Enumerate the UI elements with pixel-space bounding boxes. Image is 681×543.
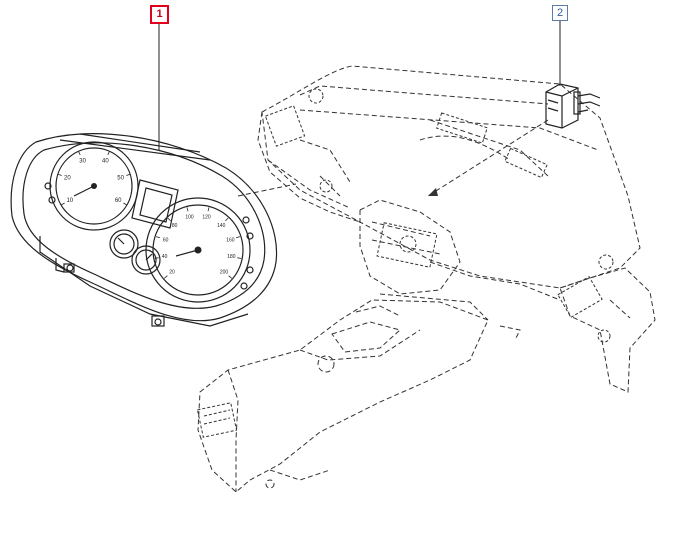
right-gauge-tick-mark — [164, 275, 168, 279]
right-gauge-tick-mark — [207, 207, 210, 212]
right-gauge-tick-label: 140 — [217, 223, 226, 229]
dashboard-vents — [264, 105, 603, 318]
right-gauge-tick-label: 100 — [185, 215, 194, 221]
left-gauge-tick-label: 30 — [79, 158, 86, 164]
assembly-arrows — [237, 119, 549, 197]
right-gauge-tick-label: 60 — [163, 237, 169, 243]
right-gauge-tick-mark — [237, 257, 242, 259]
left-gauge-tick-mark — [123, 202, 128, 206]
connector-module — [545, 83, 601, 129]
left-gauge-tick-mark — [107, 151, 110, 156]
right-gauge-tick-mark — [225, 217, 229, 222]
assembly-arrowhead — [428, 188, 438, 196]
callout-1-instrument-cluster[interactable]: 1 — [150, 5, 169, 24]
left-gauge-tick-mark — [78, 151, 81, 156]
right-gauge-ticks: 20 40 60 80 100 120 140 160 180 200 — [154, 207, 242, 279]
left-gauge-tick-label: 10 — [66, 198, 73, 204]
right-gauge-tick-mark — [167, 217, 171, 222]
left-gauge-tick-label: 50 — [117, 175, 124, 181]
right-gauge-tick-label: 40 — [162, 254, 168, 260]
right-gauge-tick-mark — [154, 257, 159, 259]
right-gauge-tick-label: 200 — [220, 270, 229, 276]
callout-2-connector-module[interactable]: 2 — [552, 5, 568, 21]
console-vents — [196, 402, 238, 438]
right-gauge-tick-mark — [186, 207, 189, 212]
left-gauge-tick-label: 20 — [64, 175, 71, 181]
right-gauge-tick-mark — [228, 275, 232, 279]
gauge-hubs — [91, 183, 202, 254]
dashboard-details — [308, 88, 614, 343]
right-gauge-tick-label: 160 — [226, 237, 235, 243]
dashboard-outline — [257, 65, 656, 393]
right-gauge-tick-mark — [155, 236, 161, 239]
left-gauge-ticks: 10 20 30 40 50 60 — [57, 151, 131, 206]
right-gauge-tick-mark — [235, 236, 241, 239]
left-gauge-tick-mark — [126, 173, 131, 176]
center-console-outline — [197, 299, 521, 493]
left-gauge-tick-mark — [57, 173, 62, 176]
right-gauge-tick-label: 80 — [172, 223, 178, 229]
right-gauge-tick-label: 20 — [169, 270, 175, 276]
left-gauge-tick-mark — [60, 202, 65, 206]
left-gauge-tick-label: 40 — [102, 158, 109, 164]
left-gauge-tick-label: 60 — [115, 198, 122, 204]
instrument-cluster — [10, 133, 278, 327]
right-gauge-tick-label: 180 — [227, 254, 236, 260]
right-gauge-tick-label: 120 — [202, 215, 211, 221]
